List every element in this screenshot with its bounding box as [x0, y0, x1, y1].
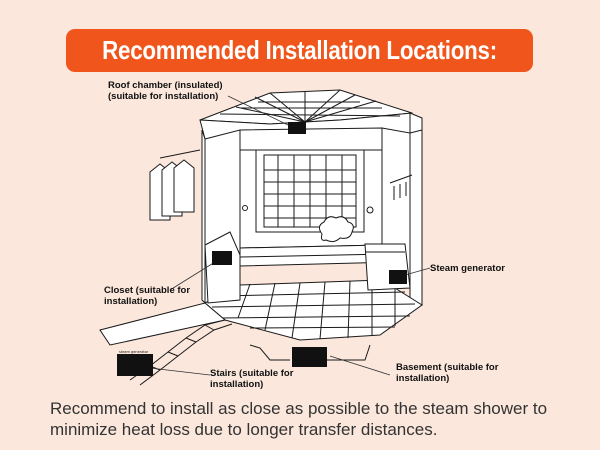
roof-generator-unit	[288, 122, 306, 134]
wall-light	[242, 205, 248, 211]
title-banner: Recommended Installation Locations:	[66, 29, 533, 72]
basement-generator-unit	[292, 347, 327, 367]
basement-label: Basement (suitable for installation)	[396, 362, 499, 384]
steam-generator-label: Steam generator	[430, 263, 505, 274]
closet-generator-unit	[212, 251, 232, 265]
steam-cloud	[318, 216, 354, 243]
installation-note: Recommend to install as close as possibl…	[50, 399, 548, 439]
ceiling-light	[366, 206, 374, 214]
floor-grid	[204, 279, 423, 341]
pipes	[249, 344, 371, 361]
closet-cabinet	[204, 231, 241, 304]
window	[255, 149, 365, 233]
vanity-generator-unit	[389, 270, 407, 284]
stairs-label: Stairs (suitable for installation)	[210, 368, 294, 390]
clothes-rack	[149, 149, 201, 221]
closet-label: Closet (suitable for installation)	[104, 285, 191, 307]
stairs-generator-unit	[117, 354, 153, 376]
page-title: Recommended Installation Locations:	[102, 35, 497, 65]
stairs-unit-tag: steam generator	[119, 350, 149, 354]
roof-label: Roof chamber (insulated) (suitable for i…	[108, 80, 223, 102]
leader-lines	[149, 95, 431, 376]
towel-rack	[389, 174, 413, 200]
